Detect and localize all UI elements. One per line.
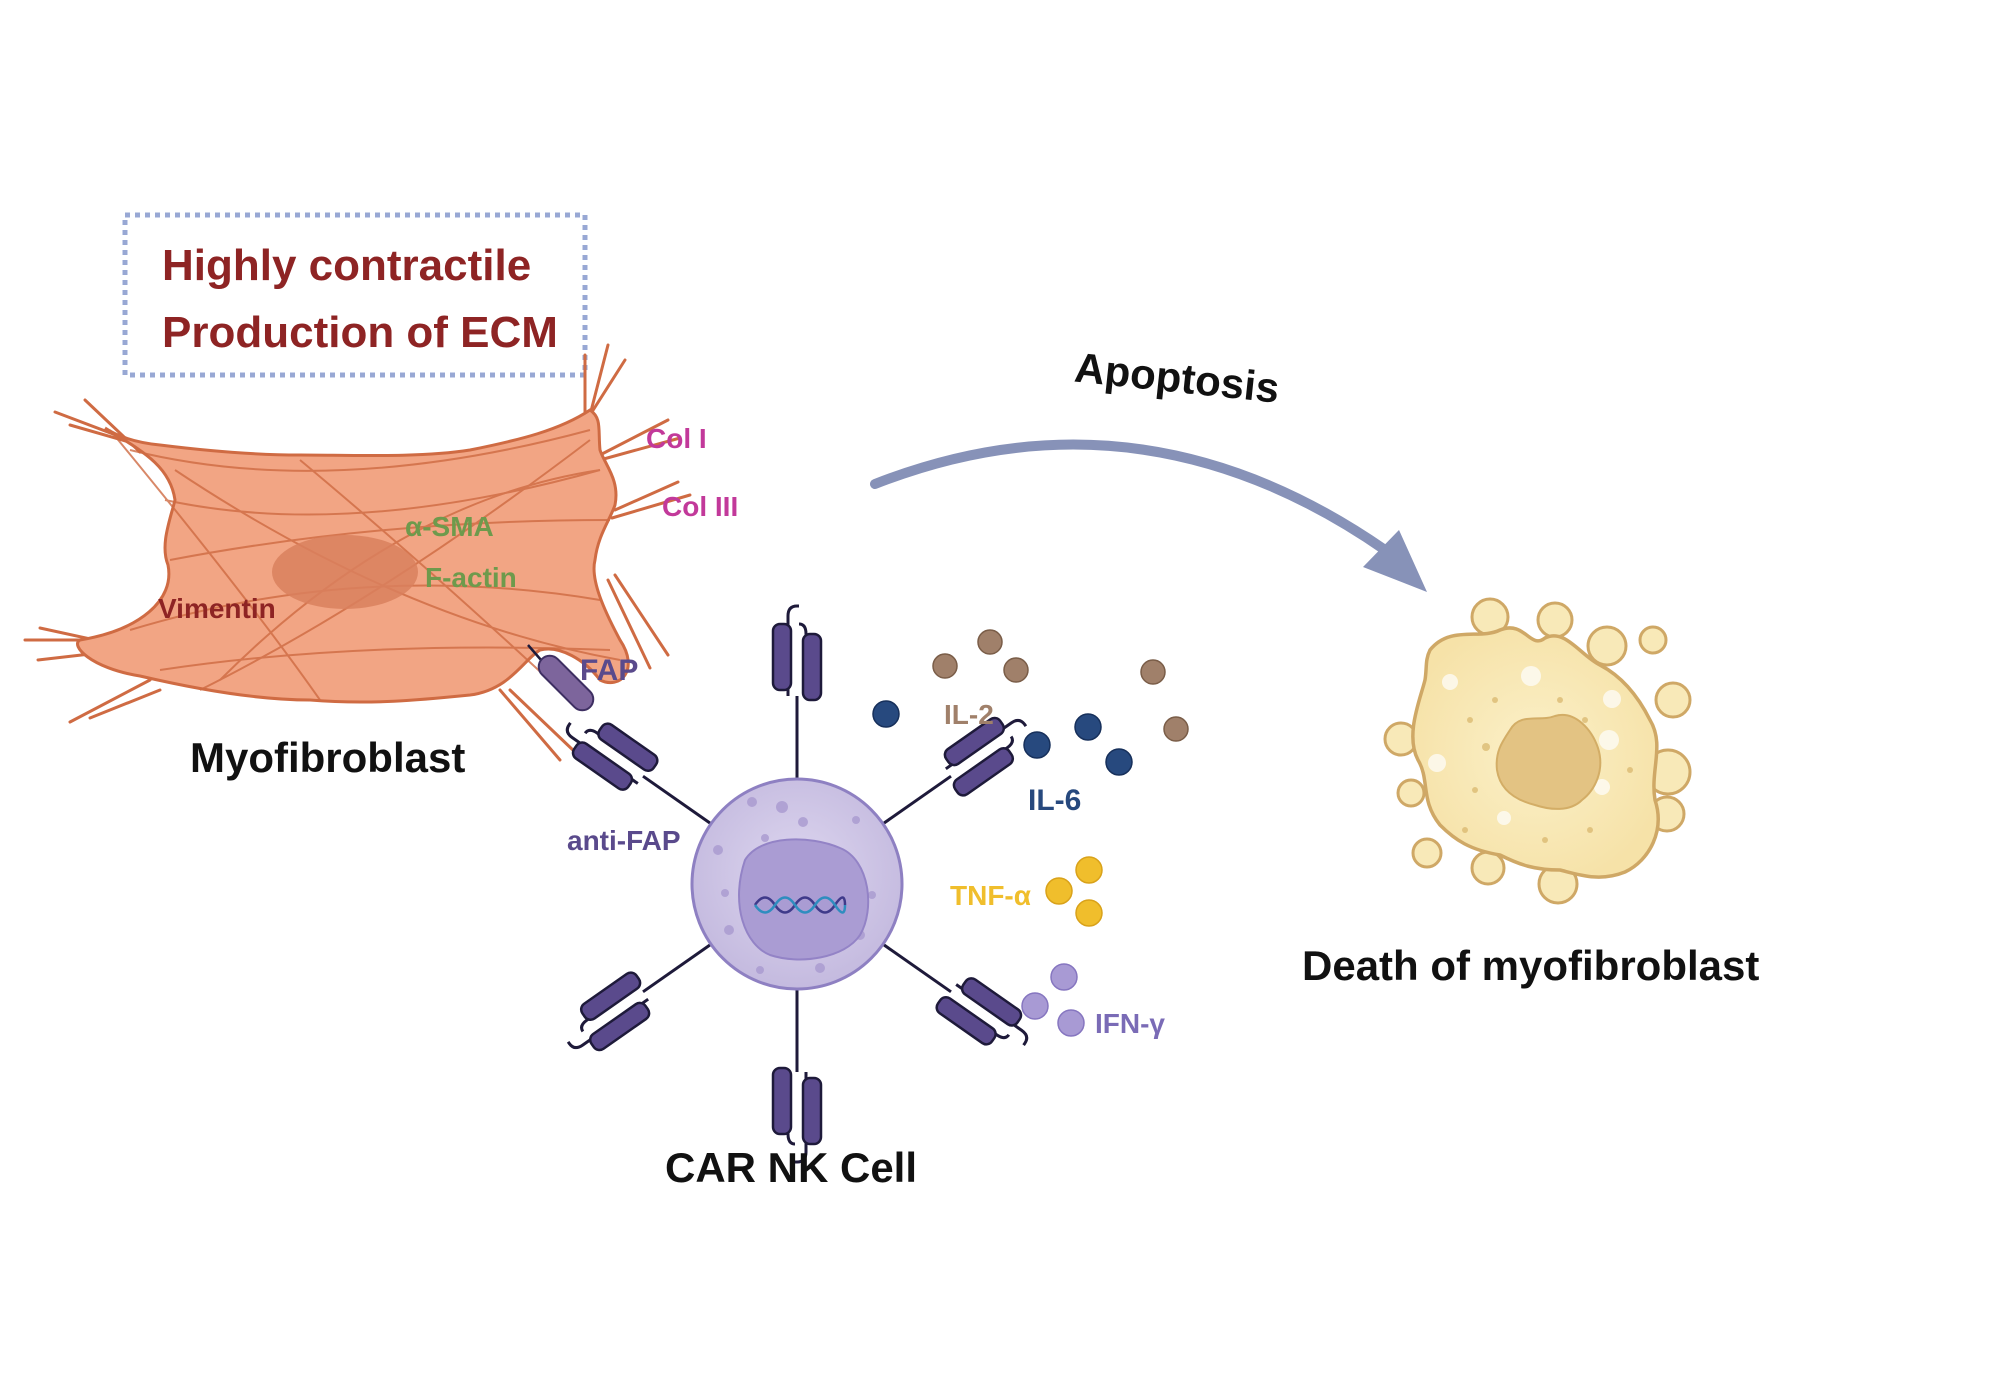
dna-helix-icon: [753, 896, 847, 914]
vimentin-label: Vimentin: [158, 593, 276, 624]
apoptosis-arrow: Apoptosis: [870, 344, 1427, 592]
myofibroblast-cell: Col I Col III α-SMA F-actin Vimentin FAP: [23, 343, 738, 762]
factin-label: F-actin: [425, 562, 517, 593]
myofibroblast-title: Myofibroblast: [190, 734, 465, 781]
fap-label: FAP: [580, 654, 638, 687]
info-line-ecm: Production of ECM: [162, 308, 558, 357]
fap-protein: [527, 644, 595, 712]
car-nk-title: CAR NK Cell: [665, 1144, 917, 1191]
dead-cell-vesicles: [1428, 666, 1621, 825]
nk-nucleus: [738, 838, 870, 961]
arrow-curve: [870, 439, 1390, 555]
car-receptor-lower-left: [554, 920, 731, 1065]
arrow-head-icon: [1363, 530, 1427, 592]
col1-label: Col I: [646, 423, 707, 454]
il2-molecules: [932, 629, 1189, 742]
tnfa-label: TNF-α: [950, 880, 1031, 911]
info-box-border: [122, 212, 588, 378]
apoptosis-label: Apoptosis: [1072, 344, 1281, 412]
death-title: Death of myofibroblast: [1302, 942, 1759, 989]
car-nk-cell: anti-FAP: [554, 604, 1040, 1164]
cytokines: IL-2 IL-6 TNF-α IFN-γ: [872, 629, 1189, 1039]
car-receptor-bottom: [771, 982, 823, 1164]
anti-fap-label: anti-FAP: [567, 825, 681, 856]
myofibroblast-nucleus: [272, 535, 418, 609]
car-receptor-lower-right: [863, 920, 1040, 1065]
info-box: Highly contractile Production of ECM: [122, 212, 588, 378]
tnfa-molecules: [1045, 856, 1103, 927]
dead-cell-nucleus: [1495, 713, 1602, 810]
il2-label: IL-2: [944, 699, 994, 730]
ifng-molecules: [1021, 963, 1085, 1037]
il6-molecules: [872, 700, 1133, 776]
filopodia: [23, 343, 692, 762]
asma-label: α-SMA: [405, 511, 494, 542]
info-line-contractile: Highly contractile: [162, 241, 531, 290]
car-receptor-top: [771, 604, 823, 786]
dead-myofibroblast: [1383, 597, 1692, 905]
il6-label: IL-6: [1028, 784, 1081, 817]
ifng-label: IFN-γ: [1095, 1008, 1165, 1039]
col3-label: Col III: [662, 491, 738, 522]
dead-cell-dots: [1462, 697, 1633, 843]
nk-granules: [713, 797, 876, 974]
apoptotic-blebs: [1383, 597, 1692, 905]
